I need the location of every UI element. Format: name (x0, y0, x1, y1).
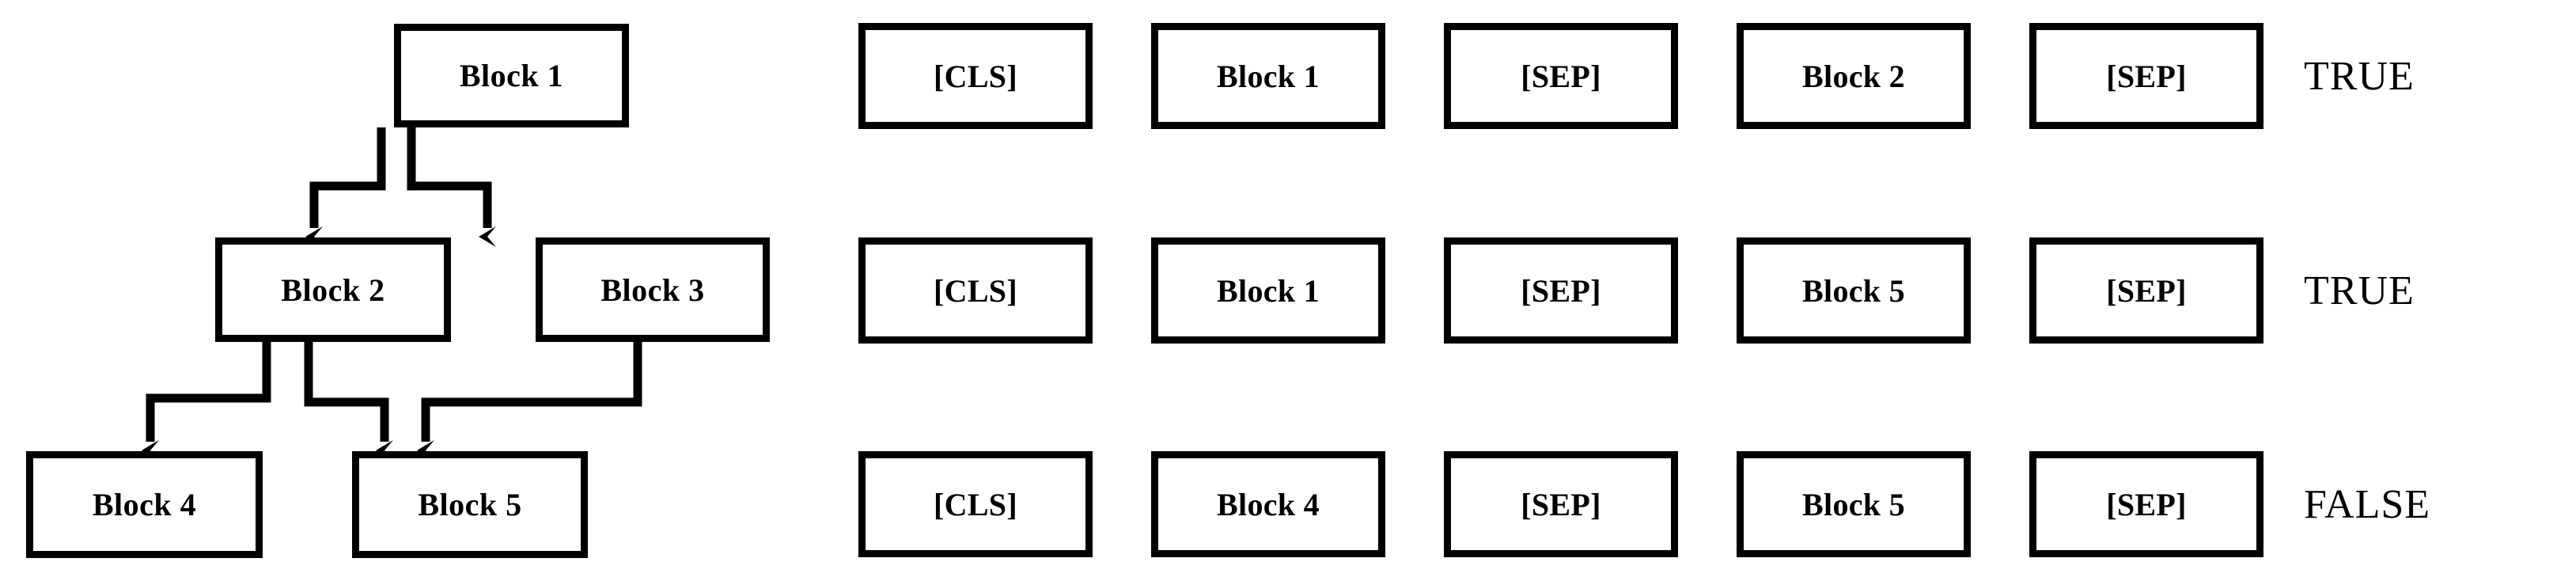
flow-node-label: Block 3 (600, 272, 705, 308)
token-box-r0-c0[interactable]: [CLS] (858, 23, 1093, 129)
flow-node-block-3[interactable]: Block 3 (536, 237, 770, 342)
token-label: [CLS] (934, 272, 1017, 309)
token-box-r0-c1[interactable]: Block 1 (1151, 23, 1385, 129)
edge-block2-block4 (142, 342, 271, 461)
flow-node-block-2[interactable]: Block 2 (215, 237, 451, 342)
token-label: Block 1 (1217, 272, 1320, 309)
token-box-r0-c2[interactable]: [SEP] (1444, 23, 1678, 129)
token-box-r2-c2[interactable]: [SEP] (1444, 451, 1678, 557)
flow-node-block-5[interactable]: Block 5 (352, 451, 588, 558)
token-label: Block 5 (1802, 272, 1905, 309)
token-box-r1-c1[interactable]: Block 1 (1151, 237, 1385, 344)
token-label: [SEP] (2106, 58, 2187, 94)
token-box-r2-c0[interactable]: [CLS] (858, 451, 1093, 557)
token-box-r1-c4[interactable]: [SEP] (2029, 237, 2263, 344)
sequence-label-row-2: FALSE (2304, 481, 2431, 527)
flow-node-block-4[interactable]: Block 4 (26, 451, 263, 558)
token-label: [CLS] (934, 486, 1017, 522)
edge-block1-block2 (305, 127, 386, 247)
token-box-r2-c1[interactable]: Block 4 (1151, 451, 1385, 557)
flow-node-label: Block 5 (418, 487, 522, 522)
token-label: Block 5 (1802, 486, 1905, 522)
edge-block2-block5 (304, 342, 393, 461)
token-label: Block 4 (1217, 486, 1320, 522)
token-label: [SEP] (1521, 486, 1601, 522)
token-box-r2-c4[interactable]: [SEP] (2029, 451, 2263, 557)
token-label: Block 1 (1217, 58, 1320, 94)
flow-node-label: Block 2 (281, 272, 385, 308)
token-label: [SEP] (1521, 272, 1601, 309)
sequence-label-row-0: TRUE (2304, 53, 2415, 99)
flowchart-connectors (142, 127, 642, 461)
token-label: [SEP] (1521, 58, 1601, 94)
token-box-r1-c3[interactable]: Block 5 (1737, 237, 1971, 344)
flow-node-label: Block 4 (92, 487, 197, 522)
token-label: [SEP] (2106, 272, 2187, 309)
token-label: [SEP] (2106, 486, 2187, 522)
token-box-r0-c4[interactable]: [SEP] (2029, 23, 2263, 129)
token-box-r0-c3[interactable]: Block 2 (1737, 23, 1971, 129)
token-label: [CLS] (934, 58, 1017, 94)
sequence-label-row-1: TRUE (2304, 268, 2415, 313)
token-box-r1-c2[interactable]: [SEP] (1444, 237, 1678, 344)
token-box-r2-c3[interactable]: Block 5 (1737, 451, 1971, 557)
flow-node-label: Block 1 (459, 58, 564, 93)
edge-block1-block3 (407, 127, 496, 247)
token-label: Block 2 (1802, 58, 1905, 94)
edge-block3-block5 (417, 342, 642, 461)
token-box-r1-c0[interactable]: [CLS] (858, 237, 1093, 344)
flow-node-block-1[interactable]: Block 1 (394, 24, 629, 127)
